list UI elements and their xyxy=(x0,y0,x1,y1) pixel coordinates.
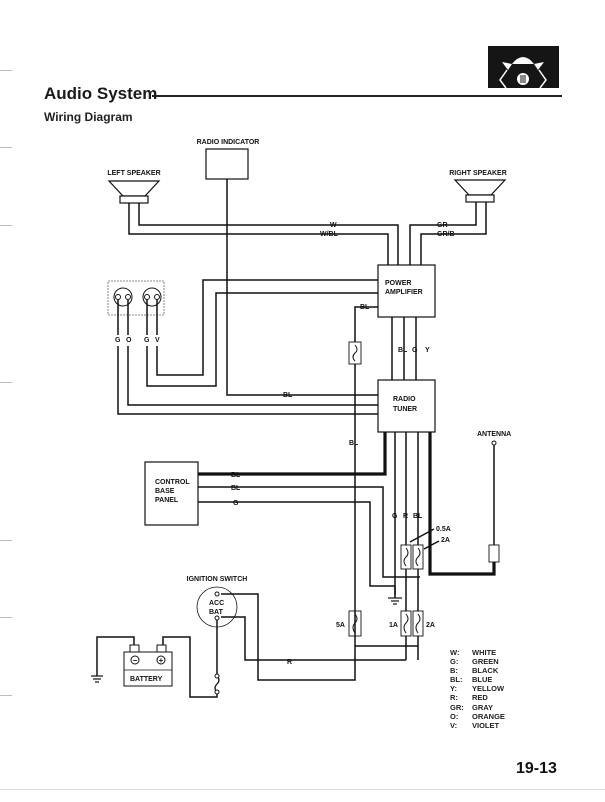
battery-negative-symbol: − xyxy=(133,656,138,665)
legend-item: Y:YELLOW xyxy=(450,684,505,694)
wire-label-grb: GR/B xyxy=(437,231,455,238)
wire-left-wbl xyxy=(128,203,389,265)
left-speaker-label: LEFT SPEAKER xyxy=(107,170,160,177)
battery-label: BATTERY xyxy=(130,676,163,683)
wire-g2 xyxy=(146,292,378,387)
wire-radio-indicator-bl xyxy=(226,179,378,396)
wire-tuner-antenna xyxy=(428,432,496,576)
power-amplifier-label-2: AMPLIFIER xyxy=(385,289,423,296)
wire-label-g-control: G xyxy=(233,500,239,507)
wire-label-y-amp-tuner: Y xyxy=(425,347,430,354)
wire-right-gr xyxy=(409,202,477,265)
wire-control-bl xyxy=(198,486,420,578)
wire-bat-negative xyxy=(96,636,135,676)
battery-positive-symbol: + xyxy=(159,656,164,665)
ground-icon xyxy=(388,597,402,605)
fuse-label-5a: 5A xyxy=(336,622,345,629)
footer-divider xyxy=(0,789,605,790)
fuse-label-0-5a: 0.5A xyxy=(436,526,451,533)
ignition-acc-label: ACC xyxy=(209,600,224,607)
power-amplifier-box xyxy=(377,264,436,318)
antenna-icon xyxy=(491,440,497,446)
wire-left-w xyxy=(138,203,399,265)
wire-right-grb xyxy=(420,202,487,265)
wire-label-w: W xyxy=(330,222,337,229)
radio-tuner-box xyxy=(377,379,436,433)
page-subtitle: Wiring Diagram xyxy=(44,110,133,124)
wire-label-bl-control2: BL xyxy=(231,485,241,492)
title-divider xyxy=(152,95,562,97)
ground-icon-battery xyxy=(91,675,103,683)
legend-item: V:VIOLET xyxy=(450,720,500,730)
legend-item: R:RED xyxy=(450,693,488,703)
wire-control-bl-thick xyxy=(198,432,387,476)
wire-label-gr: GR xyxy=(437,222,448,229)
right-speaker-label: RIGHT SPEAKER xyxy=(449,170,507,177)
radio-indicator-label: RADIO INDICATOR xyxy=(197,139,260,146)
legend-item: G:GREEN xyxy=(450,657,499,667)
control-base-panel-box xyxy=(144,461,199,526)
radio-indicator-box xyxy=(205,148,249,180)
speaker-connector-block xyxy=(107,280,165,316)
audio-system-icon xyxy=(488,46,559,89)
wire-label-bl-tuner: BL xyxy=(413,513,423,520)
wire-label-bl-indicator: BL xyxy=(283,392,293,399)
wire-g1 xyxy=(117,300,378,415)
wire-amp-tuner xyxy=(391,317,417,380)
ignition-bat-label: BAT xyxy=(209,609,224,616)
fuse-label-2a-lower: 2A xyxy=(426,622,435,629)
wire-label-r-tuner: R xyxy=(403,513,408,520)
wire-label-g1: G xyxy=(115,337,121,344)
wire-label-wbl: W/BL xyxy=(320,231,339,238)
wire-control-g xyxy=(198,501,395,587)
legend-item: W:WHITE xyxy=(450,648,497,657)
wire-r-bat xyxy=(221,616,406,661)
wire-label-bl-control1: BL xyxy=(231,472,241,479)
antenna-label: ANTENNA xyxy=(477,431,511,438)
left-speaker-icon xyxy=(107,180,161,204)
wire-label-g-tuner: G xyxy=(392,513,398,520)
page-title: Audio System xyxy=(44,84,158,103)
wire-label-r: R xyxy=(287,659,292,666)
wire-v xyxy=(156,279,378,376)
wire-acc xyxy=(221,593,356,681)
wire-label-bl-vert: BL xyxy=(349,440,359,447)
legend-item: O:ORANGE xyxy=(450,711,505,721)
control-panel-label-2: BASE xyxy=(155,488,175,495)
ignition-switch-label: IGNITION SWITCH xyxy=(187,576,248,583)
wire-label-o: O xyxy=(126,337,132,344)
control-panel-label-3: PANEL xyxy=(155,497,179,504)
battery-icon xyxy=(123,644,173,687)
legend-item: B:BLACK xyxy=(450,666,499,676)
fuse-label-1a: 1A xyxy=(389,622,398,629)
power-amplifier-label: POWER xyxy=(385,280,411,287)
wire-label-bl-amp-tuner: BL xyxy=(398,347,408,354)
wire-bat-positive xyxy=(162,620,218,698)
control-panel-label: CONTROL xyxy=(155,479,190,486)
page-number: 19-13 xyxy=(516,760,557,777)
legend-item: GR:GRAY xyxy=(450,702,493,712)
radio-tuner-label-2: TUNER xyxy=(393,406,417,413)
wire-label-bl-amp: BL xyxy=(360,304,370,311)
wire-color-legend: W:WHITE G:GREEN B:BLACK BL:BLUE Y:YELLOW… xyxy=(450,648,505,730)
legend-item: BL:BLUE xyxy=(450,675,493,685)
wire-label-v: V xyxy=(155,337,160,344)
fuse-label-2a-upper: 2A xyxy=(441,537,450,544)
wire-o xyxy=(127,300,378,406)
wire-amp-bl xyxy=(354,306,378,595)
wire-label-g2: G xyxy=(144,337,150,344)
right-speaker-icon xyxy=(453,179,507,203)
wire-label-g-amp-tuner: G xyxy=(412,347,418,354)
radio-tuner-label: RADIO xyxy=(393,396,416,403)
